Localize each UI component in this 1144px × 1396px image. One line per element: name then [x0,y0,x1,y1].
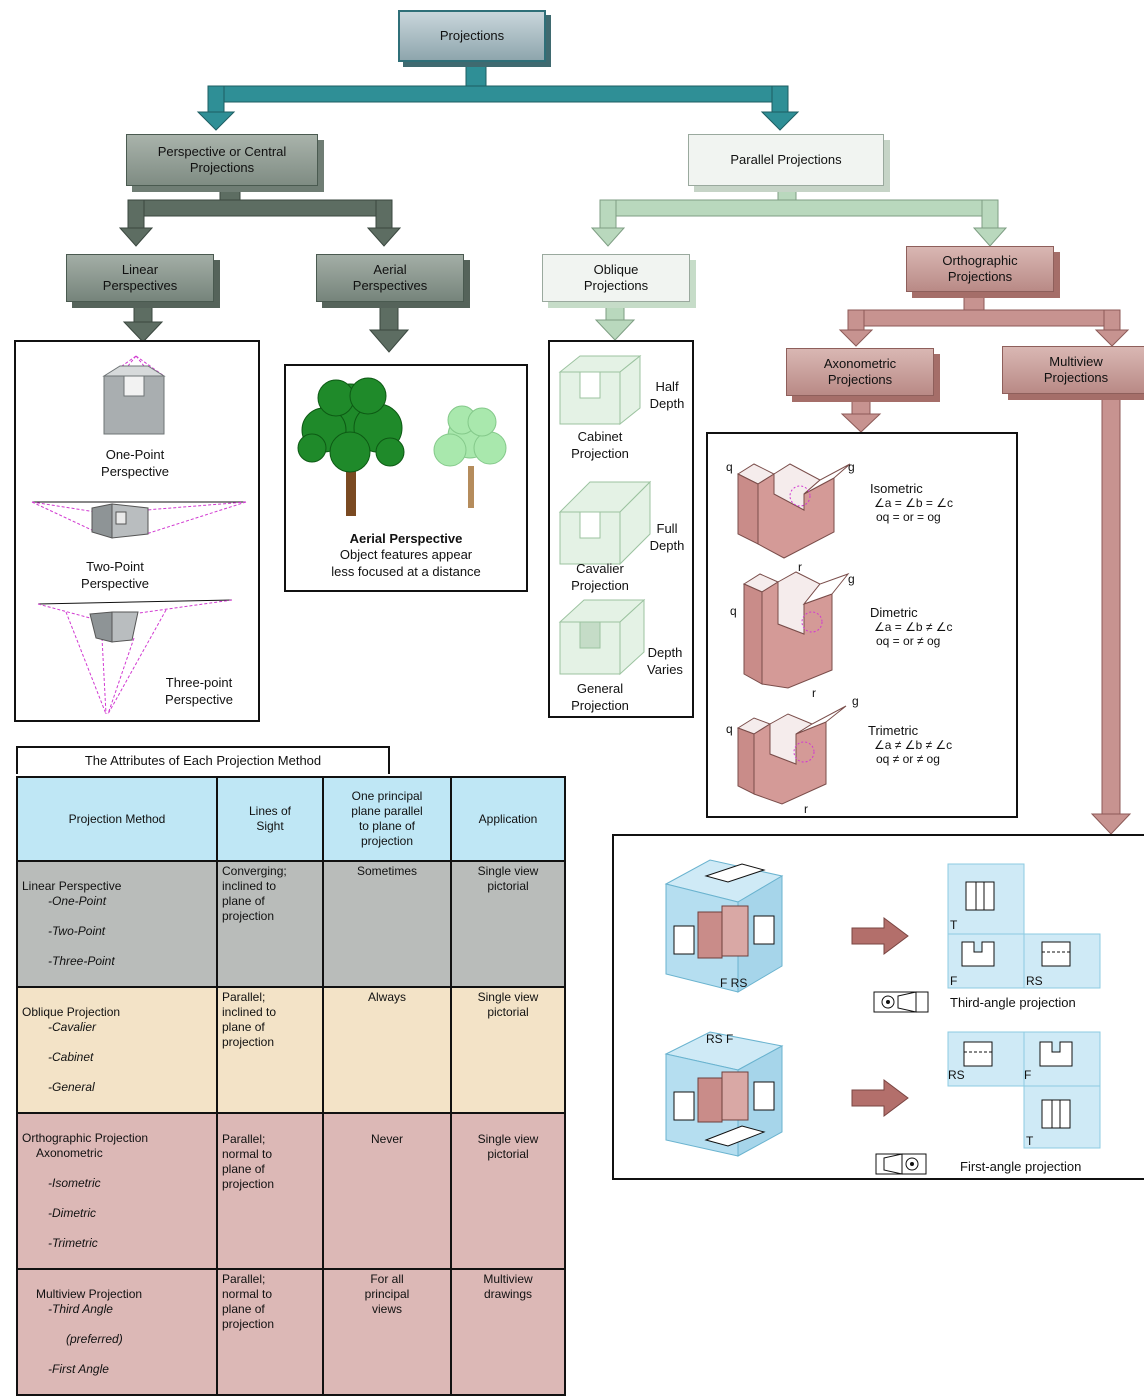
node-perspective-projections: Perspective or Central Projections [126,134,318,186]
first-cube-label: RS F [706,1032,734,1046]
isometric-label: Isometric [870,481,923,496]
iso-q-label: q [726,460,733,474]
trimetric-angles: ∠a ≠ ∠b ≠ ∠c [874,738,953,752]
parallel-cell: Sometimes [322,860,452,988]
dim-q-label: q [730,604,737,618]
parallel-cell: Always [322,986,452,1114]
aerial-perspective-title: Aerial Perspective [349,531,463,546]
third-cube-label: F RS [720,976,748,990]
depth-varies-label: Depth Varies [647,645,683,677]
header-application: Application [450,776,566,862]
dimetric-label: Dimetric [870,605,918,620]
node-parallel-projections: Parallel Projections [688,134,884,186]
dimetric-lines: oq = or ≠ og [876,634,941,648]
one-point-perspective-label: One-Point Perspective [101,447,169,479]
iso-r-label: r [798,560,802,574]
cavalier-projection-label: Cavalier Projection [571,561,629,593]
two-point-perspective-label: Two-Point Perspective [81,559,149,591]
first-T-label: T [1026,1134,1034,1148]
tri-g-label: g [852,694,859,708]
method-cell: Orthographic Projection Axonometric -Iso… [16,1112,218,1270]
connector-arrows [118,63,1132,835]
trimetric-lines: oq ≠ or ≠ og [876,752,940,766]
sight-cell: Parallel; inclined to plane of projectio… [216,986,324,1114]
axonometric-drawings [736,463,851,805]
tri-r-label: r [804,802,808,816]
third-F-label: F [950,974,958,988]
node-oblique-projections: Oblique Projections [542,254,690,302]
dim-r-label: r [812,686,816,700]
general-projection-label: General Projection [571,681,629,713]
half-depth-label: Half Depth [649,379,685,411]
aerial-perspective-panel: Aerial Perspective Object features appea… [284,364,528,592]
node-axonometric-projections: Axonometric Projections [786,348,934,396]
node-linear-perspectives: Linear Perspectives [66,254,214,302]
three-point-perspective-label: Three-point Perspective [165,675,233,707]
table-row: Oblique Projection -Cavalier -Cabinet -G… [16,986,566,1114]
application-cell: Single view pictorial [450,860,566,988]
perspective-drawings [31,355,247,715]
application-cell: Single view pictorial [450,1112,566,1270]
node-multiview-projections: Multiview Projections [1002,346,1144,394]
trimetric-label: Trimetric [868,723,919,738]
multiview-panel: T F RS F RS Third-angle projection RS F … [612,834,1144,1180]
sight-cell: Parallel; normal to plane of projection [216,1268,324,1396]
header-projection-method: Projection Method [16,776,218,862]
dim-g-label: g [848,572,855,586]
method-cell: Oblique Projection -Cavalier -Cabinet -G… [16,986,218,1114]
first-F-label: F [1024,1068,1032,1082]
multiview-drawings [664,859,1101,1175]
iso-g-label: g [848,460,855,474]
aerial-perspective-description: Object features appear less focused at a… [331,547,481,579]
dimetric-angles: ∠a = ∠b ≠ ∠c [874,620,953,634]
third-RS-label: RS [1026,974,1043,988]
parallel-cell: For all principal views [322,1268,452,1396]
oblique-projections-panel: Half Depth Cabinet Projection Full Depth… [548,340,694,718]
isometric-angles: ∠a = ∠b = ∠c [874,496,953,510]
first-angle-caption: First-angle projection [960,1159,1082,1174]
method-cell: Multiview Projection -Third Angle (prefe… [16,1268,218,1396]
method-cell: Linear Perspective -One-Point -Two-Point… [16,860,218,988]
table-header-row: Projection Method Lines of Sight One pri… [16,776,566,862]
table-caption: The Attributes of Each Projection Method [16,746,390,774]
application-cell: Multiview drawings [450,1268,566,1396]
node-orthographic-projections: Orthographic Projections [906,246,1054,292]
linear-perspectives-panel: One-Point Perspective Two-Point Perspect… [14,340,260,722]
trees-illustration [297,377,507,516]
sight-cell: Converging; inclined to plane of project… [216,860,324,988]
attributes-table: Projection Method Lines of Sight One pri… [16,776,566,1396]
table-row: Linear Perspective -One-Point -Two-Point… [16,860,566,988]
application-cell: Single view pictorial [450,986,566,1114]
full-depth-label: Full Depth [649,521,685,553]
header-lines-of-sight: Lines of Sight [216,776,324,862]
first-RS-label: RS [948,1068,965,1082]
isometric-lines: oq = or = og [876,510,941,524]
header-principal-plane: One principal plane parallel to plane of… [322,776,452,862]
sight-cell: Parallel; normal to plane of projection [216,1112,324,1270]
tri-q-label: q [726,722,733,736]
third-angle-caption: Third-angle projection [950,995,1076,1010]
cabinet-projection-label: Cabinet Projection [571,429,629,461]
axonometric-panel: q g r q g r q g r Isometric ∠a = ∠b = ∠c… [706,432,1018,818]
node-projections: Projections [398,10,546,62]
parallel-cell: Never [322,1112,452,1270]
third-T-label: T [950,918,958,932]
table-row: Multiview Projection -Third Angle (prefe… [16,1268,566,1396]
node-aerial-perspectives: Aerial Perspectives [316,254,464,302]
table-row: Orthographic Projection Axonometric -Iso… [16,1112,566,1270]
oblique-drawings [558,354,652,676]
